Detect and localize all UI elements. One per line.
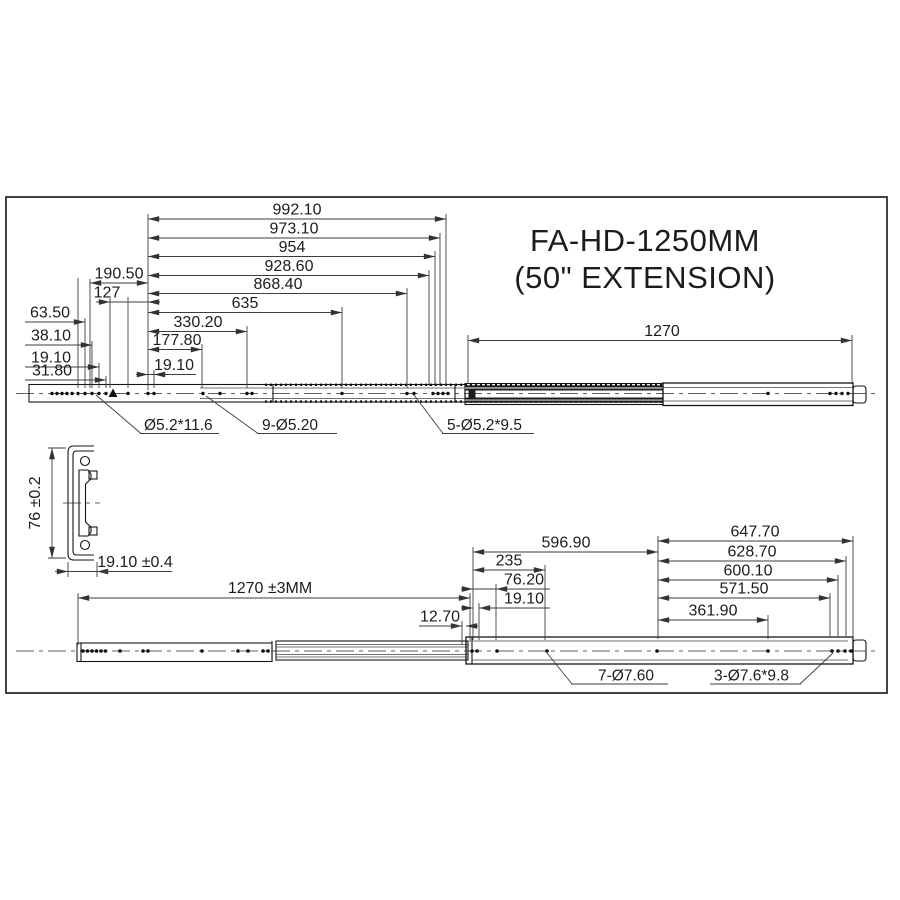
dim-label: 31.80 xyxy=(32,363,72,380)
dim-label: 928.60 xyxy=(265,258,314,275)
dim-label: 1270 xyxy=(644,323,680,340)
callout-label: Ø5.2*11.6 xyxy=(144,417,213,434)
bottom-mounting-holes xyxy=(81,649,853,653)
dim-label: 235 xyxy=(496,553,523,570)
part-number: FA-HD-1250MM xyxy=(530,223,760,258)
dim-label: 647.70 xyxy=(731,524,780,541)
dim-label: 992.10 xyxy=(273,202,322,219)
dim-label: 177.80 xyxy=(153,332,202,349)
dim-label: 76 ±0.2 xyxy=(27,476,44,529)
dim-label: 571.50 xyxy=(720,581,769,598)
top-left-dimensions: 190.50 127 63.50 38.10 19.10 31.80 xyxy=(25,266,160,383)
bottom-right-dimensions: 647.70 628.70 600.10 571.50 361.90 xyxy=(658,524,853,623)
sheet-frame xyxy=(5,196,888,694)
callout-label: 3-Ø7.6*9.8 xyxy=(714,668,789,685)
slot-marker xyxy=(108,388,118,397)
bottom-end-cap xyxy=(852,639,867,662)
callout-label: 9-Ø5.20 xyxy=(262,417,318,434)
dim-label: 190.50 xyxy=(95,266,144,283)
extension-subtitle: (50" EXTENSION) xyxy=(514,260,775,295)
top-outer-member xyxy=(662,382,854,407)
ball-bearing-top xyxy=(79,455,91,467)
dim-label: 868.40 xyxy=(254,276,303,293)
title-block: FA-HD-1250MM (50" EXTENSION) xyxy=(514,223,775,295)
bottom-intermediate-member xyxy=(275,640,469,661)
dim-label: 628.70 xyxy=(728,544,777,561)
top-hole-callouts: Ø5.2*11.6 9-Ø5.20 5-Ø5.2*9.5 xyxy=(95,394,534,434)
section-tab-top xyxy=(88,470,98,480)
dim-label: 19.10 ±0.4 xyxy=(97,554,173,571)
dim-label: 19.10 xyxy=(154,357,194,374)
ball-bearing-bottom xyxy=(79,539,91,551)
dim-label: 635 xyxy=(232,295,259,312)
dim-label: 973.10 xyxy=(270,221,319,238)
dim-label: 330.20 xyxy=(174,314,223,331)
section-tab-bottom xyxy=(88,526,98,536)
top-mounting-holes xyxy=(50,388,850,397)
dim-label: 76.20 xyxy=(504,572,544,589)
top-length-dimension: 1270 xyxy=(468,323,852,344)
bottom-view: 1270 ±3MM 596.90 235 76.20 19.10 12.70 6… xyxy=(16,524,880,685)
dim-label: 19.10 xyxy=(31,350,71,367)
bottom-total-length-dimension: 1270 ±3MM xyxy=(78,580,470,601)
section-height-dimension: 76 ±0.2 xyxy=(27,447,66,559)
bottom-left-dimensions: 596.90 235 76.20 19.10 12.70 xyxy=(419,535,658,629)
dim-label: 600.10 xyxy=(724,563,773,580)
section-inner-profile xyxy=(78,469,92,537)
dim-label: 1270 ±3MM xyxy=(228,580,312,597)
latch-block xyxy=(468,390,476,398)
section-width-dimension: 19.10 ±0.4 xyxy=(55,554,173,577)
section-view: 76 ±0.2 19.10 ±0.4 xyxy=(27,445,173,577)
callout-label: 5-Ø5.2*9.5 xyxy=(447,417,522,434)
dim-label: 38.10 xyxy=(31,328,71,345)
top-view: 992.10 973.10 954 928.60 868.40 635 330.… xyxy=(16,202,880,434)
dim-label: 596.90 xyxy=(542,535,591,552)
dim-label: 19.10 xyxy=(504,591,544,608)
bottom-hole-callouts: 7-Ø7.60 3-Ø7.6*9.8 xyxy=(546,652,834,685)
dim-label: 361.90 xyxy=(689,603,738,620)
dim-label: 127 xyxy=(94,285,121,302)
dim-label: 63.50 xyxy=(30,305,70,322)
top-chain-dimensions: 992.10 973.10 954 928.60 868.40 635 330.… xyxy=(136,202,446,378)
dim-label: 954 xyxy=(279,239,306,256)
top-end-cap xyxy=(852,385,867,404)
dim-label: 12.70 xyxy=(420,609,460,626)
callout-label: 7-Ø7.60 xyxy=(598,668,654,685)
